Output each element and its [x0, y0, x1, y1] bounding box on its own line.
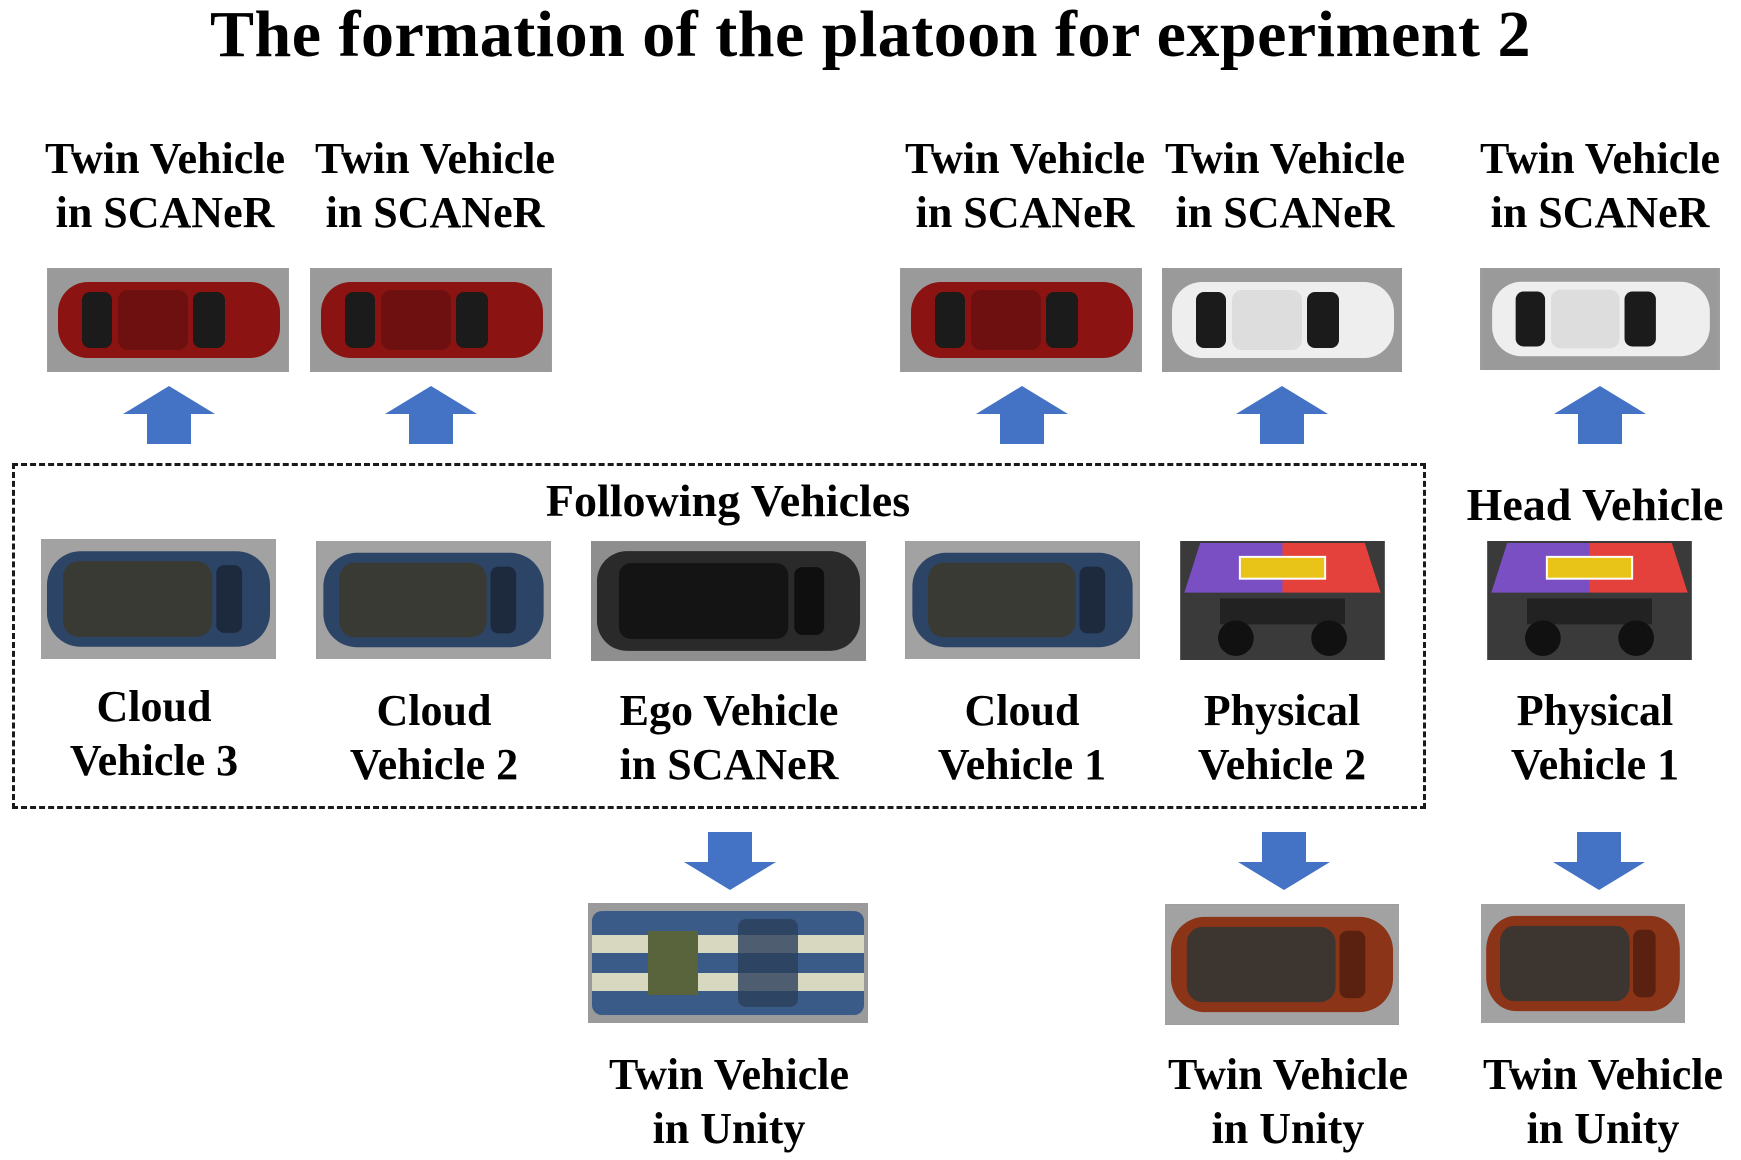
following-vehicles-label: Following Vehicles [545, 475, 911, 526]
physical-vehicle-1-image [1487, 541, 1692, 660]
cloud-vehicle-3-image [41, 539, 276, 659]
head-vehicle-label: Head Vehicle [1466, 479, 1724, 530]
diagram-title: The formation of the platoon for experim… [210, 0, 1531, 71]
up-arrow-icon [1554, 386, 1646, 444]
twin-scaner-white-car-4 [1162, 268, 1402, 372]
cloud-vehicle-1-image [905, 541, 1140, 659]
up-arrow-icon [1236, 386, 1328, 444]
twin-scaner-red-car-2 [310, 268, 552, 372]
following-vehicles-group [12, 463, 1426, 809]
cloud-vehicle-2-image [316, 541, 551, 659]
up-arrow-icon [123, 386, 215, 444]
twin-scaner-white-car-5 [1480, 268, 1720, 370]
twin-scaner-red-car-1 [47, 268, 289, 372]
up-arrow-icon [976, 386, 1068, 444]
twin-scaner-red-car-3 [900, 268, 1142, 372]
ego-vehicle-image [591, 541, 866, 661]
down-arrow-icon [1553, 832, 1645, 890]
down-arrow-icon [684, 832, 776, 890]
down-arrow-icon [1238, 832, 1330, 890]
twin-unity-orange-car-1 [1165, 904, 1399, 1025]
physical-vehicle-2-image [1180, 541, 1385, 660]
twin-unity-orange-car-2 [1481, 904, 1685, 1023]
up-arrow-icon [385, 386, 477, 444]
twin-unity-striped-truck [588, 903, 868, 1023]
